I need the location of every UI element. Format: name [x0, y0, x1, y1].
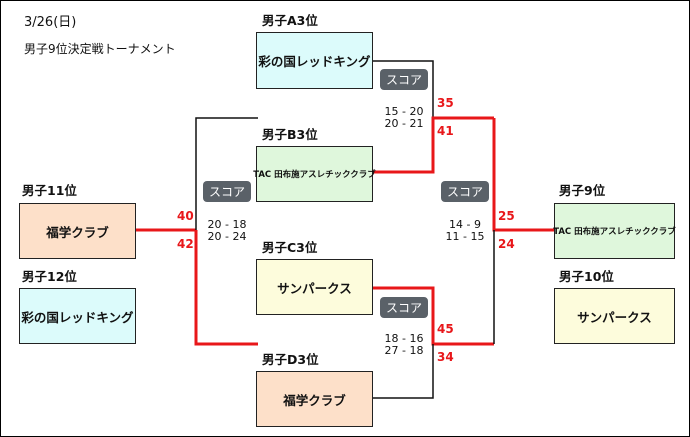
score-button-left-final[interactable]: スコア — [203, 181, 251, 202]
right-bottom-rank: 男子10位 — [559, 269, 614, 284]
score-button-cd[interactable]: スコア — [380, 297, 428, 318]
left-bottom-rank: 男子12位 — [22, 269, 77, 284]
center-a-team-box: 彩の国レッドキング — [256, 32, 373, 89]
right-top-rank: 男子9位 — [559, 183, 606, 198]
center-d-team-box: 福学クラブ — [256, 371, 373, 427]
right-top-team-box: TAC 田布施アスレチッククラブ — [553, 203, 676, 259]
center-d-rank: 男子D3位 — [262, 352, 319, 367]
center-b-team-box: TAC 田布施アスレチッククラブ — [253, 146, 376, 202]
score-right-final-top-total: 25 — [498, 209, 515, 223]
score-button-ab[interactable]: スコア — [380, 69, 428, 90]
score-ab-set2: 20 - 21 — [384, 117, 424, 130]
center-c-team-box: サンパークス — [256, 259, 373, 315]
center-c-rank: 男子C3位 — [262, 240, 318, 255]
left-top-team-box: 福学クラブ — [19, 203, 136, 259]
score-ab-set1: 15 - 20 — [384, 105, 424, 118]
line-b-winner — [373, 116, 494, 174]
line-d — [373, 344, 434, 399]
left-top-rank: 男子11位 — [22, 183, 77, 198]
score-b-total: 41 — [437, 124, 454, 138]
score-c-total: 45 — [437, 322, 454, 336]
left-bottom-team-box: 彩の国レッドキング — [19, 288, 136, 344]
right-bottom-team-box: サンパークス — [554, 288, 675, 344]
score-left-final-set2: 20 - 24 — [207, 230, 247, 243]
score-d-total: 34 — [437, 350, 454, 364]
line-left-lower — [194, 230, 258, 346]
score-cd-set2: 27 - 18 — [384, 344, 424, 357]
score-left-final-bottom-total: 42 — [177, 237, 194, 251]
score-button-right-final[interactable]: スコア — [441, 181, 489, 202]
score-left-final-top-total: 40 — [177, 209, 194, 223]
score-cd-set1: 18 - 16 — [384, 332, 424, 345]
score-a-total: 35 — [437, 96, 454, 110]
score-right-final-set2: 11 - 15 — [445, 230, 485, 243]
date-label: 3/26(日) — [24, 15, 77, 30]
line-a — [373, 60, 434, 118]
line-left-upper — [195, 117, 258, 230]
score-right-final-set1: 14 - 9 — [449, 218, 481, 231]
center-b-rank: 男子B3位 — [262, 127, 318, 142]
tournament-title: 男子9位決定戦トーナメント — [24, 42, 176, 56]
score-left-final-set1: 20 - 18 — [207, 218, 247, 231]
center-a-rank: 男子A3位 — [262, 13, 318, 28]
line-c-winner — [373, 286, 494, 346]
score-right-final-bottom-total: 24 — [498, 237, 515, 251]
